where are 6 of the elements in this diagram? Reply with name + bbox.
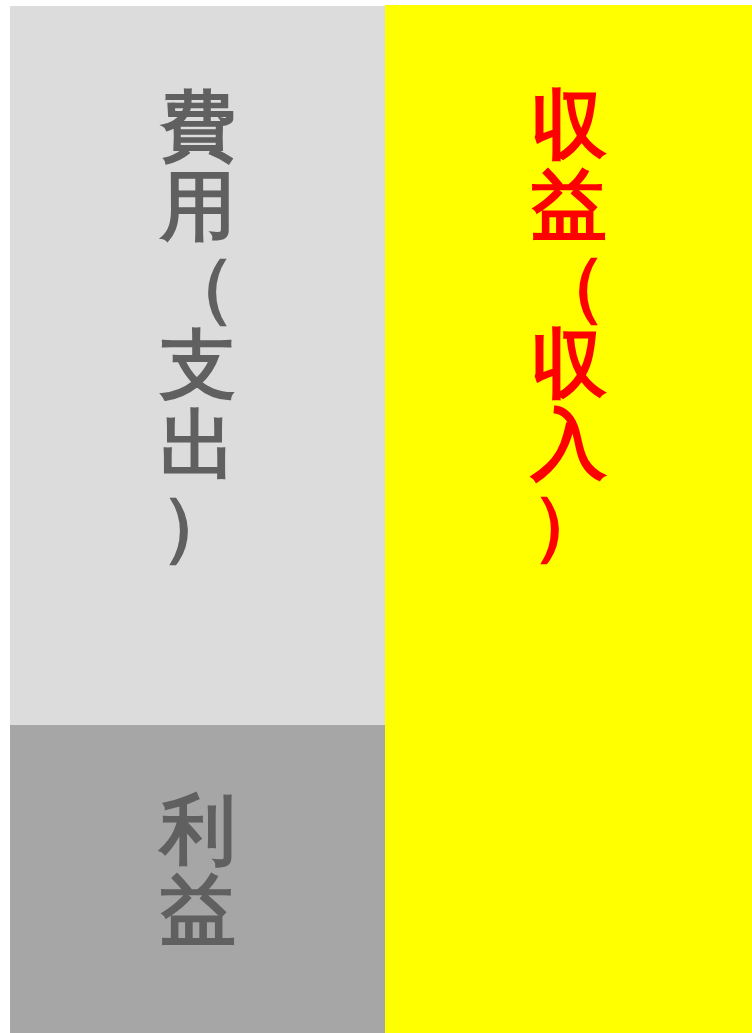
expense-panel — [10, 6, 385, 725]
panel-label: 費用（支出） — [159, 86, 236, 565]
revenue-panel — [385, 5, 752, 1033]
panel-label: 利益 — [159, 790, 236, 950]
profit-panel — [10, 725, 385, 1033]
panel-label: 収益（収入） — [530, 85, 607, 564]
